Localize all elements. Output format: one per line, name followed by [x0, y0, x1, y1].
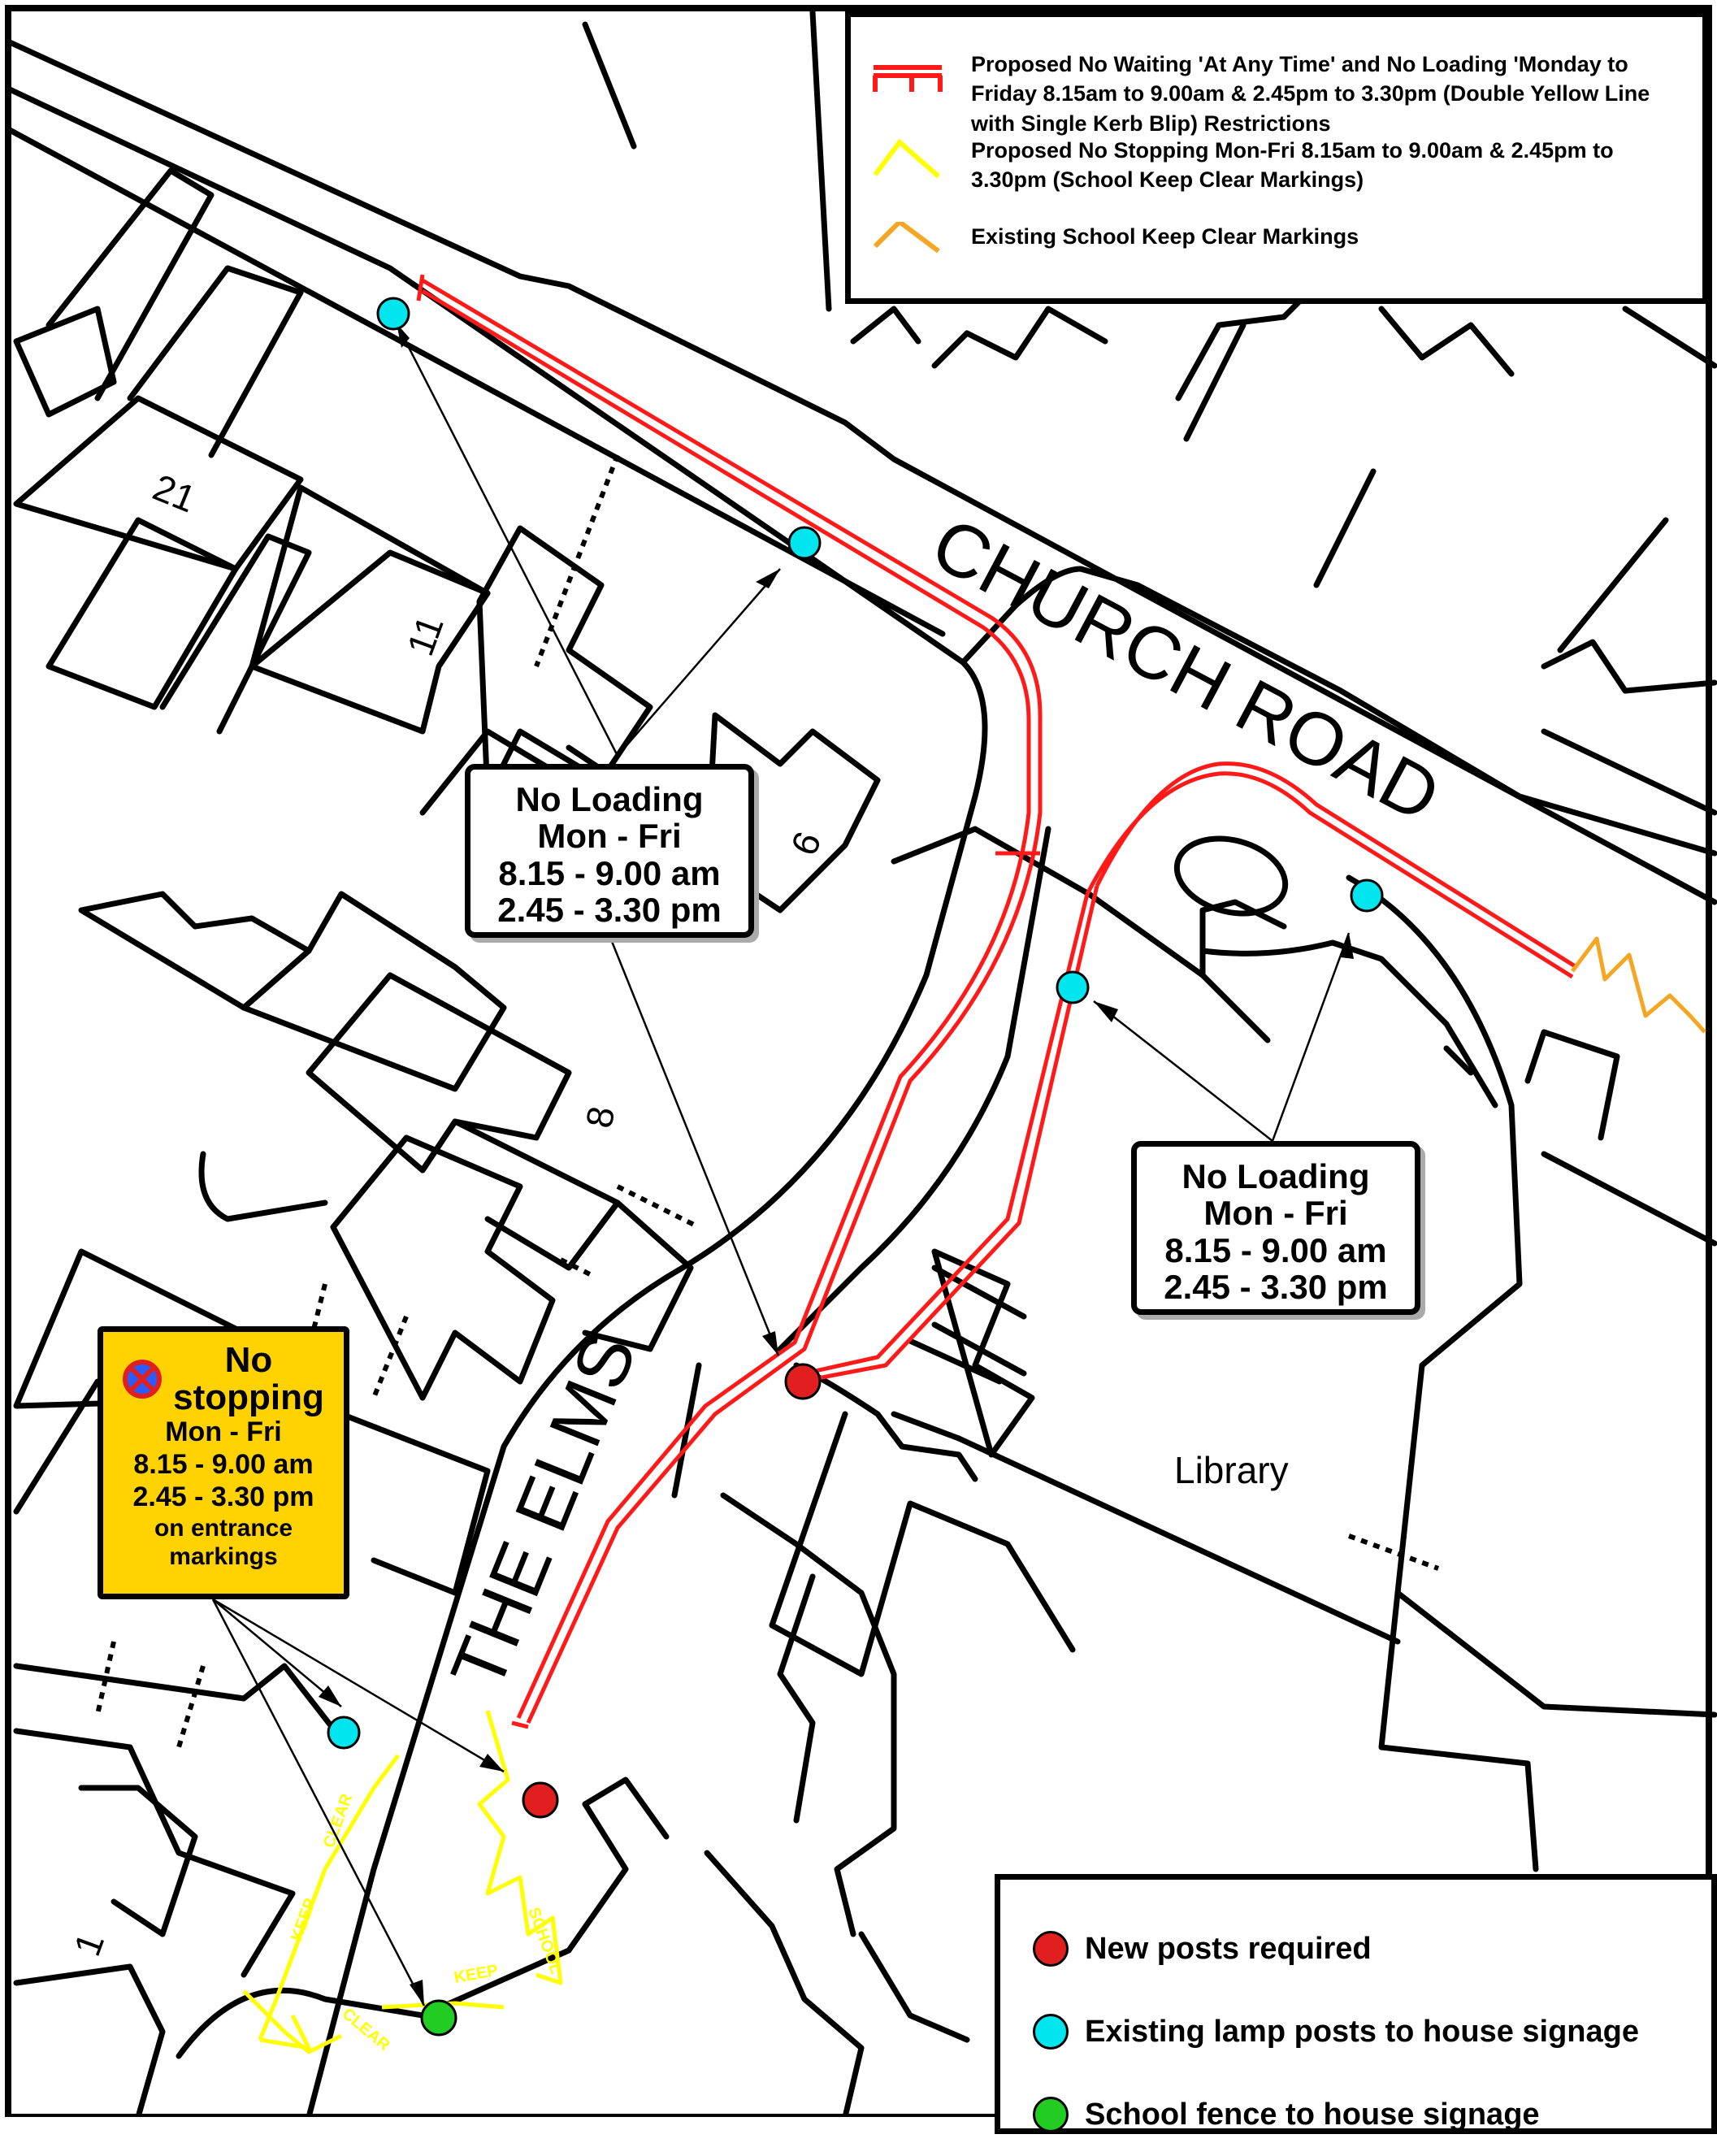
roundabout-island — [1173, 835, 1289, 917]
legend-item-new-posts: New posts required — [1033, 1907, 1711, 1990]
school-fence-post — [420, 1999, 457, 2037]
sign-line: 8.15 - 9.00 am — [498, 853, 721, 892]
svg-text:KEEP: KEEP — [288, 1896, 319, 1944]
sign-title-line: No — [224, 1340, 273, 1380]
legend-text: Existing lamp posts to house signage — [1085, 2014, 1639, 2049]
no-stopping-header: No stopping — [103, 1340, 344, 1418]
church-road-edges — [7, 39, 1717, 905]
road-label-the-elms: THE ELMS — [436, 1323, 653, 1701]
sign-title-line: stopping — [173, 1377, 324, 1418]
lamp-post — [1056, 970, 1090, 1004]
restrictions-legend: Proposed No Waiting 'At Any Time' and No… — [845, 11, 1708, 304]
legend-item-proposed-markings: Proposed No Stopping Mon-Fri 8.15am to 9… — [851, 136, 1686, 222]
yellow-zigzag-icon — [873, 138, 940, 179]
buildings — [13, 9, 1717, 2117]
posts-legend: New posts required Existing lamp posts t… — [995, 1874, 1717, 2134]
legend-text: Proposed No Waiting 'At Any Time' and No… — [971, 52, 1650, 136]
sign-line: on entrance — [154, 1514, 293, 1542]
cyan-dot-icon — [1033, 2014, 1069, 2050]
house-number: 9 — [783, 826, 830, 861]
sign-line: No Loading — [515, 780, 704, 818]
building-label-library: Library — [1174, 1449, 1289, 1491]
lamp-post — [376, 297, 410, 331]
legend-text: New posts required — [1085, 1931, 1372, 1966]
no-loading-sign-left: No Loading Mon - Fri 8.15 - 9.00 am 2.45… — [465, 764, 754, 938]
road-label-church-road: CHURCH ROAD — [919, 502, 1453, 839]
sign-line: Mon - Fri — [165, 1416, 282, 1448]
house-number: 8 — [578, 1104, 623, 1131]
legend-text: Existing School Keep Clear Markings — [971, 224, 1359, 249]
proposed-keep-clear-markings — [242, 1710, 563, 2054]
sign-line: Mon - Fri — [1203, 1194, 1348, 1233]
lamp-post — [1350, 878, 1384, 913]
sign-line: Mon - Fri — [537, 817, 682, 856]
house-number: 1 — [66, 1928, 113, 1962]
proposed-restriction-lines — [416, 274, 1578, 1729]
sign-line: 2.45 - 3.30 pm — [132, 1481, 314, 1512]
green-dot-icon — [1033, 2097, 1069, 2132]
existing-keep-clear-markings — [1571, 936, 1706, 1034]
legend-item-existing-markings: Existing School Keep Clear Markings — [851, 222, 1686, 308]
sign-line: 8.15 - 9.00 am — [1164, 1230, 1387, 1269]
house-number: 11 — [399, 610, 452, 662]
no-stopping-icon — [123, 1360, 163, 1399]
legend-item-lamp-posts: Existing lamp posts to house signage — [1033, 1990, 1711, 2073]
house-number: 21 — [147, 466, 202, 520]
red-dot-icon — [1033, 1931, 1069, 1967]
lamp-post — [327, 1716, 361, 1750]
sign-line: 2.45 - 3.30 pm — [1164, 1268, 1388, 1307]
legend-item-school-fence: School fence to house signage — [1033, 2073, 1711, 2156]
map-frame — [5, 5, 1712, 2117]
new-post — [522, 1781, 559, 1819]
no-stopping-sign: No stopping Mon - Fri 8.15 - 9.00 am 2.4… — [98, 1326, 349, 1599]
lamp-post — [787, 526, 822, 560]
sign-line: No Loading — [1182, 1157, 1370, 1195]
sign-line: 2.45 - 3.30 pm — [497, 891, 722, 930]
posts — [327, 297, 1384, 2037]
legend-item-restriction-line: Proposed No Waiting 'At Any Time' and No… — [851, 50, 1686, 136]
legend-text: Proposed No Stopping Mon-Fri 8.15am to 9… — [971, 138, 1614, 193]
the-elms-road-edges — [306, 659, 1051, 2117]
sign-leader-lines — [211, 323, 1354, 2006]
orange-zigzag-icon — [873, 222, 940, 254]
no-loading-sign-right: No Loading Mon - Fri 8.15 - 9.00 am 2.45… — [1131, 1141, 1420, 1315]
sign-line: 8.15 - 9.00 am — [133, 1449, 314, 1481]
svg-text:CLEAR: CLEAR — [339, 2005, 393, 2054]
double-line-blip-icon — [873, 65, 943, 92]
new-post — [784, 1363, 822, 1400]
legend-text: School fence to house signage — [1085, 2097, 1540, 2132]
sign-line: markings — [169, 1542, 278, 1570]
